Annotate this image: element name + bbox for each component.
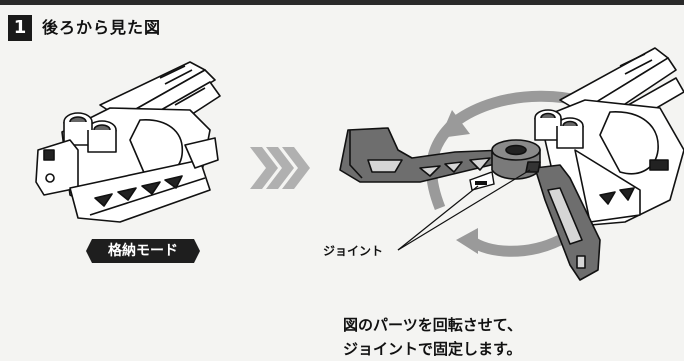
instruction-text: 図のパーツを回転させて、 ジョイントで固定します。 [343,313,522,361]
instruction-line-2: ジョイントで固定します。 [343,340,522,358]
top-rule [0,0,684,5]
folded-weapon-illustration [35,61,221,223]
joint-callout-label: ジョイント [323,244,384,258]
rotating-arm-part [339,127,601,281]
step-number-badge: 1 [8,15,32,41]
joint-leader-lines [397,169,531,251]
forward-chevrons-icon [250,147,310,189]
storage-mode-label: 格納モード [108,243,178,259]
storage-mode-badge: 格納モード [86,239,200,263]
step-title: 後ろから見た図 [42,18,162,37]
instruction-line-1: 図のパーツを回転させて、 [343,316,522,334]
